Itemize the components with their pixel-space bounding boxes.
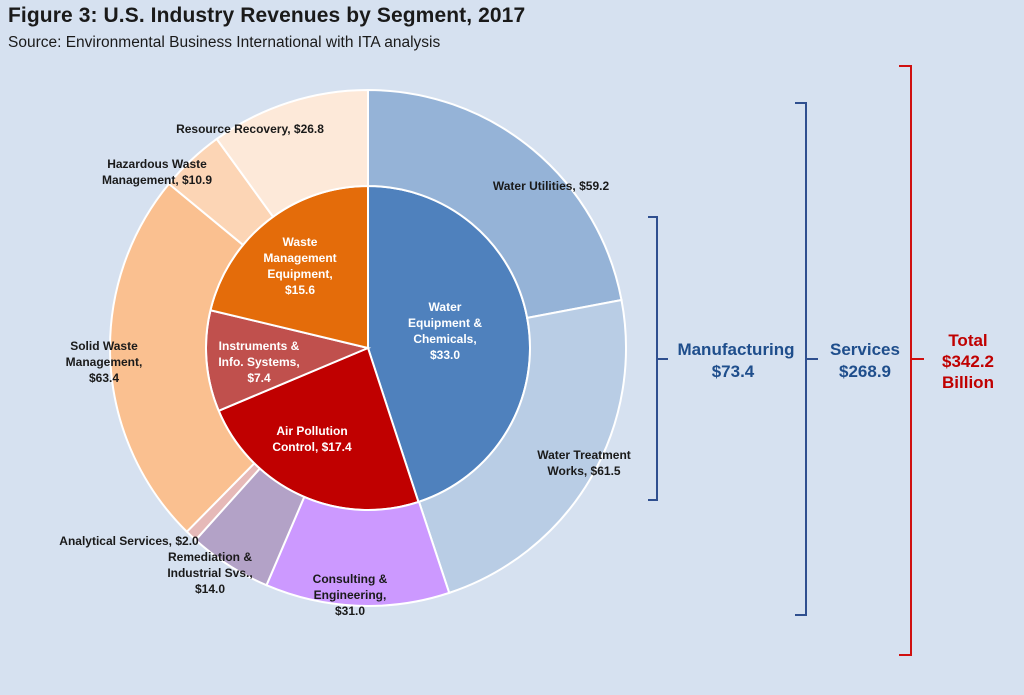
outer-ring [109,88,627,607]
outer-slice-water-treatment-works [417,298,627,595]
outer-label-water-utilities: Water Utilities, $59.2 [493,179,610,193]
outer-label-remediation-industrial-svs: Remediation &Industrial Svs.,$14.0 [167,550,252,596]
outer-label-resource-recovery: Resource Recovery, $26.8 [176,122,324,136]
outer-slice-solid-waste-management [109,182,256,534]
outer-slice-resource-recovery [215,88,369,219]
outer-label-consulting-engineering: Consulting &Engineering,$31.0 [313,572,388,618]
total-label: Total [948,331,987,350]
manufacturing-label: Manufacturing [677,340,794,359]
chart-subtitle: Source: Environmental Business Internati… [8,34,441,51]
total-value: $342.2 [942,352,994,371]
chart-title: Figure 3: U.S. Industry Revenues by Segm… [8,4,526,27]
total-bracket [899,65,912,656]
manufacturing-value: $73.4 [712,362,755,381]
inner-label-instruments-info-systems: Instruments &Info. Systems,$7.4 [218,339,299,385]
services-value: $268.9 [839,362,891,381]
services-bracket [795,102,807,616]
services-label: Services [830,340,900,359]
outer-slice-water-utilities [367,88,623,320]
outer-label-analytical-services: Analytical Services, $2.0 [59,534,199,548]
total-unit: Billion [942,373,994,392]
manufacturing-bracket [648,216,658,501]
